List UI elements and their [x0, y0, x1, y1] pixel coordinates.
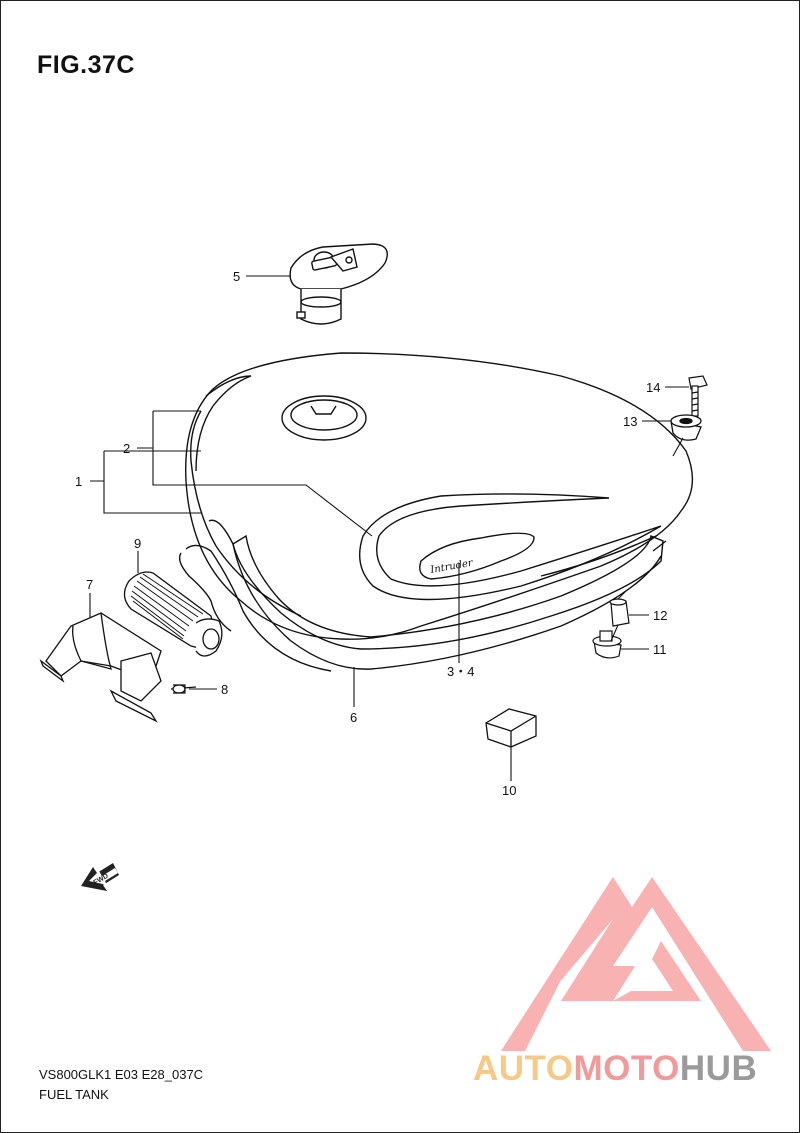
watermark-logo-icon [501, 877, 771, 1051]
callout-13: 13 [623, 414, 637, 429]
bolt-part-14[interactable] [688, 375, 708, 417]
watermark-text: AUTOMOTOHUB [473, 1049, 757, 1089]
fuel-cap-part-5[interactable] [289, 243, 388, 325]
watermark-auto: AUTO [473, 1049, 574, 1088]
rubber-cushion-part-9[interactable] [123, 571, 223, 657]
leader-line-1 [90, 451, 201, 514]
callout-7: 7 [86, 577, 93, 592]
tank-rail-part-6[interactable] [178, 519, 664, 672]
callout-10: 10 [502, 783, 516, 798]
fwd-arrow-icon: FWD [81, 863, 119, 891]
fuel-tank-part-1[interactable]: Intruder [185, 352, 694, 640]
watermark-hub: HUB [679, 1049, 758, 1088]
callout-2: 2 [123, 441, 130, 456]
callout-11: 11 [653, 642, 667, 657]
leader-line-13b [672, 437, 684, 457]
callout-14: 14 [646, 380, 660, 395]
screw-part-8[interactable] [170, 684, 197, 694]
leader-line-2 [137, 410, 373, 537]
callout-8: 8 [221, 682, 228, 697]
callout-1: 1 [75, 474, 82, 489]
callout-12: 12 [653, 608, 667, 623]
model-code: VS800GLK1 E03 E28_037C [39, 1067, 204, 1082]
bracket-part-7[interactable] [39, 612, 162, 723]
cushion-part-11[interactable] [592, 630, 622, 659]
leader-line-12b [610, 624, 619, 642]
callout-5: 5 [233, 269, 240, 284]
figure-title: FIG.37C [37, 51, 135, 79]
spacer-part-12[interactable] [609, 598, 630, 627]
callout-6: 6 [350, 710, 357, 725]
watermark-moto: MOTO [573, 1049, 680, 1088]
collar-part-13[interactable] [670, 414, 702, 441]
callout-3-4: 3・4 [447, 664, 474, 679]
callout-9: 9 [134, 536, 141, 551]
block-part-10[interactable] [485, 708, 537, 748]
figure-name: FUEL TANK [39, 1087, 109, 1102]
leader-line-12c [617, 590, 627, 600]
